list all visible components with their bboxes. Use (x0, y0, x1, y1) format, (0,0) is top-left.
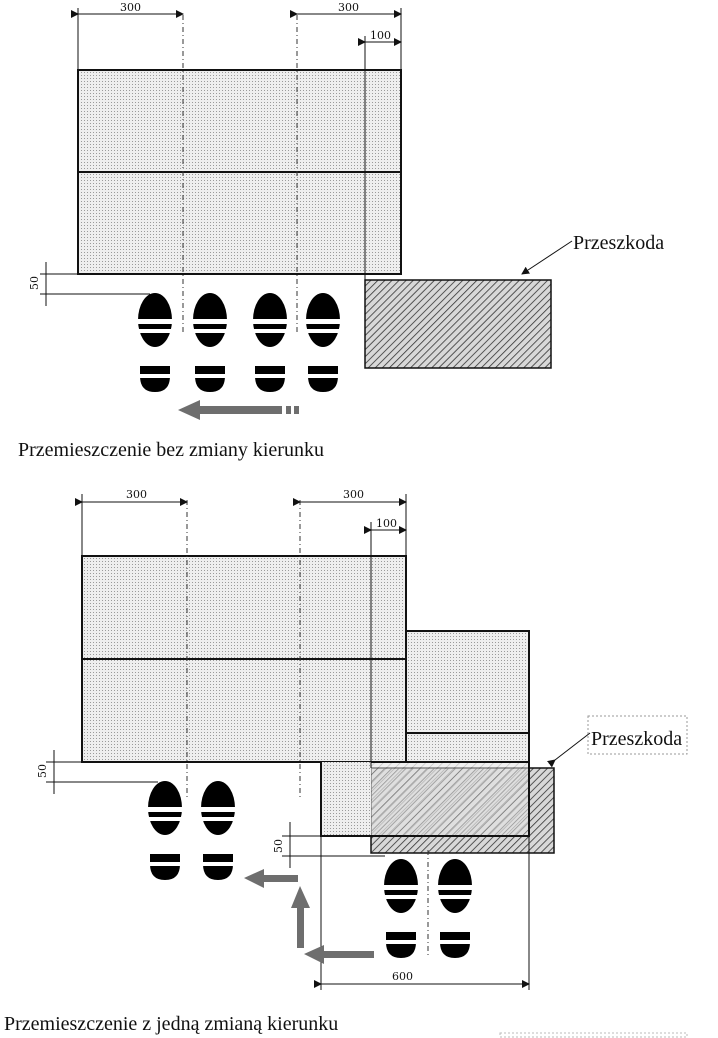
top-movement-arrow (178, 400, 299, 420)
bottom-dim-100-label: 100 (376, 517, 397, 530)
top-obstacle-label: Przeszkoda (573, 232, 664, 254)
top-obstacle (364, 279, 552, 369)
top-diagram: 300 300 100 50 Przeszkoda Przemieszczeni… (18, 1, 664, 461)
bottom-footprint-4 (435, 859, 475, 958)
top-dim-300-right-label: 300 (338, 1, 359, 14)
bottom-arrow-up (291, 886, 310, 948)
top-footprint-3 (250, 293, 290, 392)
bottom-footprint-3 (381, 859, 421, 958)
bottom-dim-600-label: 600 (392, 970, 413, 983)
bottom-footprint-1 (145, 781, 185, 880)
top-footprint-1 (135, 293, 175, 392)
bottom-arrow-left-lower (304, 945, 374, 964)
bottom-turn-box-upper (405, 630, 530, 763)
bottom-footprint-2 (198, 781, 238, 880)
top-footprint-4 (303, 293, 343, 392)
bottom-dim-300-left-label: 300 (126, 488, 147, 501)
top-caption: Przemieszczenie bez zmiany kierunku (18, 439, 324, 461)
bottom-obstacle-label: Przeszkoda (591, 728, 682, 750)
bottom-caption: Przemieszczenie z jedną zmianą kierunku (4, 1013, 338, 1035)
bottom-dim-50-left-label: 50 (36, 764, 49, 778)
bottom-arrow-left (244, 869, 298, 888)
bottom-dim-300-right-label: 300 (343, 488, 364, 501)
top-dim-50-label: 50 (28, 276, 41, 290)
top-dim-300-left-label: 300 (120, 1, 141, 14)
bottom-dim-50-inner-label: 50 (272, 839, 285, 853)
top-footprint-2 (190, 293, 230, 392)
top-dim-100-label: 100 (370, 29, 391, 42)
bottom-diagram: 300 300 100 50 50 600 Przeszkoda (4, 488, 688, 1038)
